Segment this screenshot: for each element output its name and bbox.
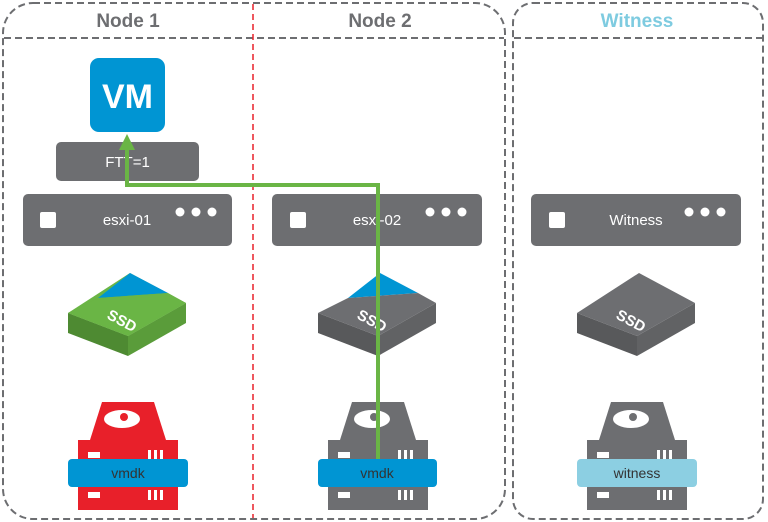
witness-group-box [512,2,764,520]
host-witness[interactable]: Witness [531,194,741,246]
host-square-icon [549,212,565,228]
data-path-line [125,148,380,460]
disk-label: vmdk [111,465,145,481]
disk-label: vmdk [360,465,394,481]
disk-label: witness [613,465,661,481]
host-name: esxi-01 [103,212,151,229]
nodes-group-box [2,2,506,520]
arrow-up-icon [119,134,135,150]
hdd-icon-node1 [78,402,178,510]
host-name: Witness [609,212,662,229]
witness-title: Witness [601,11,674,32]
vmdk-label-node2[interactable]: vmdk [318,459,437,487]
vm-icon[interactable]: VM [90,58,165,132]
host-square-icon [40,212,56,228]
vm-label: VM [102,78,153,116]
host-esxi-01[interactable]: esxi-01 [23,194,232,246]
more-dots-icon [684,207,726,217]
vmdk-label-node1[interactable]: vmdk [68,459,188,487]
hdd-icon-node2 [328,402,428,510]
node1-title: Node 1 [96,11,160,32]
ssd-icon-node1: SSD [68,273,186,356]
ssd-icon-witness: SSD [577,273,695,356]
more-dots-icon [425,207,467,217]
hdd-icon-witness [587,402,687,510]
more-dots-icon [175,207,217,217]
node2-title: Node 2 [348,11,411,32]
witness-label[interactable]: witness [577,459,697,487]
host-square-icon [290,212,306,228]
